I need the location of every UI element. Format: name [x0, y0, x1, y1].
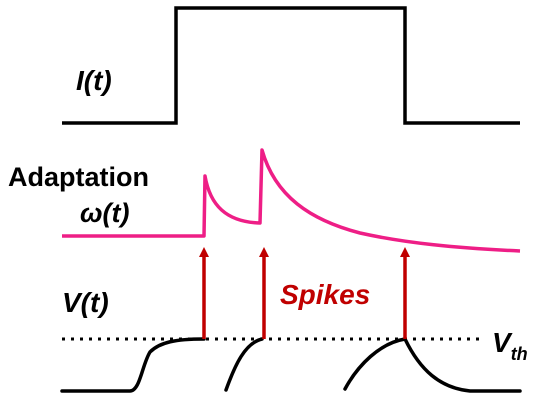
voltage-trace-third: [343, 337, 407, 391]
current-step-trace: [62, 6, 520, 125]
threshold-label: Vth: [492, 327, 528, 364]
adaptation-symbol: ω(t): [80, 198, 130, 228]
threshold-label-base: V: [492, 327, 513, 358]
voltage-trace-rest: [60, 337, 206, 393]
voltage-trace-second: [224, 337, 264, 392]
adaptation-title: Adaptation: [8, 162, 149, 192]
spikes-label: Spikes: [280, 279, 370, 310]
adaptation-trace: [62, 148, 521, 253]
threshold-label-subscript: th: [511, 344, 528, 364]
voltage-label: V(t): [62, 287, 109, 318]
current-label: I(t): [76, 65, 112, 96]
voltage-trace-decay: [403, 337, 522, 393]
